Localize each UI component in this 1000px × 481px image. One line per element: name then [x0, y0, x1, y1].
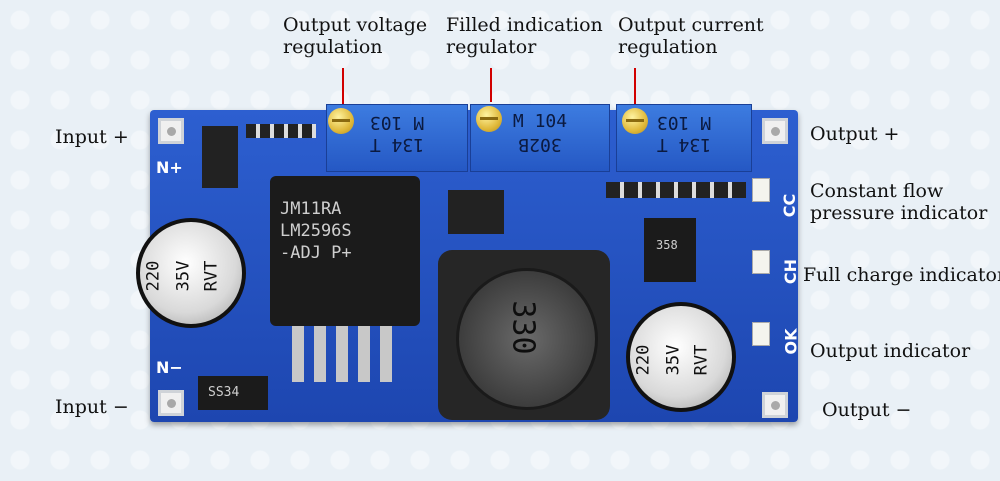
label-output-indicator: Output indicator	[810, 340, 971, 362]
diode-ss34: SS34	[198, 376, 268, 410]
pointer-line-current	[634, 68, 636, 104]
trim-screw-indication	[476, 106, 502, 132]
pointer-line-indication	[490, 68, 492, 102]
pot-text: M 104	[512, 111, 568, 132]
label-output-plus: Output +	[810, 123, 900, 145]
inductor-core	[456, 268, 598, 410]
label-filled-indication-regulator: Filled indication regulator	[446, 14, 603, 58]
transistor	[448, 190, 504, 234]
label-output-voltage-regulation: Output voltage regulation	[283, 14, 427, 58]
ic-text: -ADJ P+	[280, 243, 352, 263]
silk-cc: CC	[780, 193, 800, 218]
opamp-ic: 358	[644, 218, 696, 282]
label-output-minus: Output −	[822, 399, 912, 421]
label-line: Output current	[618, 14, 764, 36]
silk-ch: CH	[781, 258, 801, 285]
input-plus-pad	[158, 118, 184, 144]
label-input-plus: Input +	[55, 126, 129, 148]
label-line: Constant flow	[810, 180, 944, 202]
label-line: pressure indicator	[810, 202, 988, 224]
inductor-text: 330	[505, 300, 541, 355]
output-plus-pad	[762, 118, 788, 144]
label-line: regulator	[446, 36, 537, 58]
inductor: 330	[438, 250, 610, 420]
diode-text: SS34	[208, 385, 240, 400]
led-ok	[752, 322, 770, 346]
pot-text: 134 T	[656, 134, 712, 155]
opamp-text: 358	[656, 238, 678, 252]
silk-n-plus: N+	[156, 158, 183, 177]
cap-text: 220	[143, 260, 164, 292]
capacitor-input: 220 35V RVT	[136, 218, 246, 328]
label-line: regulation	[618, 36, 718, 58]
trim-screw-current	[622, 108, 648, 134]
cap-text: 35V	[173, 260, 194, 292]
pcb-board: N+ N− CC CH OK M 103 134 T M 104 302B M …	[136, 104, 801, 422]
led-cc	[752, 178, 770, 202]
pot-text: 134 T	[369, 134, 425, 155]
trim-screw-voltage	[328, 108, 354, 134]
cap-text: RVT	[691, 344, 712, 376]
resistor-array	[246, 124, 316, 138]
label-line: Filled indication	[446, 14, 603, 36]
cap-text: 35V	[663, 344, 684, 376]
label-line: Output voltage	[283, 14, 428, 36]
led-ch	[752, 250, 770, 274]
label-output-current-regulation: Output current regulation	[618, 14, 764, 58]
output-minus-pad	[762, 392, 788, 418]
label-full-charge-indicator: Full charge indicator	[803, 264, 1000, 286]
pointer-line-voltage	[342, 68, 344, 110]
cap-text: RVT	[201, 260, 222, 292]
capacitor-output: 220 35V RVT	[626, 302, 736, 412]
input-minus-pad	[158, 390, 184, 416]
ic-text: JM11RA	[280, 199, 342, 219]
smd-component	[202, 126, 238, 188]
pot-text: 302B	[518, 134, 562, 155]
silk-ok: OK	[781, 328, 801, 355]
ic-legs	[292, 326, 398, 382]
lm2596-regulator: JM11RA LM2596S -ADJ P+	[270, 176, 420, 326]
silk-n-minus: N−	[156, 358, 183, 377]
pot-indication: M 104 302B	[470, 104, 610, 172]
label-line: regulation	[283, 36, 383, 58]
label-constant-flow-pressure-indicator: Constant flow pressure indicator	[810, 180, 987, 224]
ic-text: LM2596S	[280, 221, 352, 241]
cap-text: 220	[633, 344, 654, 376]
smd-row	[606, 182, 746, 198]
label-input-minus: Input −	[55, 396, 129, 418]
